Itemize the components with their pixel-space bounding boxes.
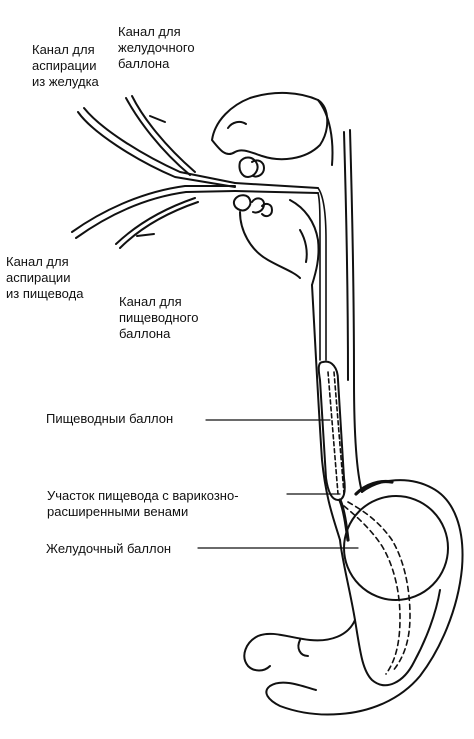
esophagus-left-wall (311, 284, 341, 541)
label-gastric-balloon: Желудочный баллон (46, 541, 172, 556)
gastric-balloon-channel-branch (149, 115, 166, 123)
stomach-aspiration-channel (77, 111, 236, 188)
nostril (238, 156, 259, 178)
pharynx (289, 199, 320, 286)
stomach-outer-wall (265, 479, 464, 716)
tube-channels (71, 95, 319, 249)
esophageal-balloon (317, 360, 346, 501)
gastric-balloon-channel (125, 97, 191, 176)
stomach-inner-wall (339, 539, 441, 687)
tube-in-esophagus (317, 187, 346, 501)
esophageal-balloon-channel-branch (136, 233, 155, 237)
leader-lines (197, 419, 359, 549)
nasal-cavity-outline (211, 91, 329, 161)
label-stomach-aspiration-channel: Канал для аспирации из желудка (32, 42, 99, 89)
jaw-line (239, 211, 301, 279)
esophageal-balloon-channel (115, 197, 196, 245)
duodenum (243, 619, 356, 672)
varices-segment (338, 498, 350, 542)
label-esophageal-balloon: Пищеводныи баллон (46, 411, 174, 426)
label-gastric-balloon-channel: Канал для желудочного баллона (118, 24, 195, 71)
stomach (243, 479, 464, 716)
label-varices-segment: Участок пищевода с варикозно- расширенны… (47, 488, 239, 519)
esophagus (311, 129, 363, 541)
lips (232, 194, 252, 212)
esophageal-aspiration-channel (71, 185, 236, 233)
head-profile (211, 91, 334, 286)
label-esophageal-balloon-channel: Канал для пищеводного баллона (119, 294, 199, 341)
esophagus-right-wall (349, 129, 363, 493)
label-esophageal-aspiration-channel: Канал для аспирации из пищевода (6, 254, 84, 301)
